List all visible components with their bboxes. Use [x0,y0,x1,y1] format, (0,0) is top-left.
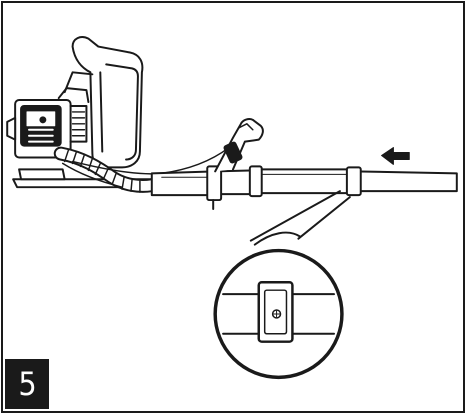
blower-tube [150,168,458,197]
step-number-badge: 5 [5,359,49,409]
callout-leader [249,190,351,246]
blower-assembly-illustration [6,36,458,380]
corrugated-hose [53,146,159,193]
backpack-frame [63,36,144,169]
magnifier-detail-icon [213,248,344,380]
engine [6,87,90,159]
throttle-handle [214,118,264,173]
arrow-left-icon [381,147,410,165]
tube-clamps [206,165,362,210]
